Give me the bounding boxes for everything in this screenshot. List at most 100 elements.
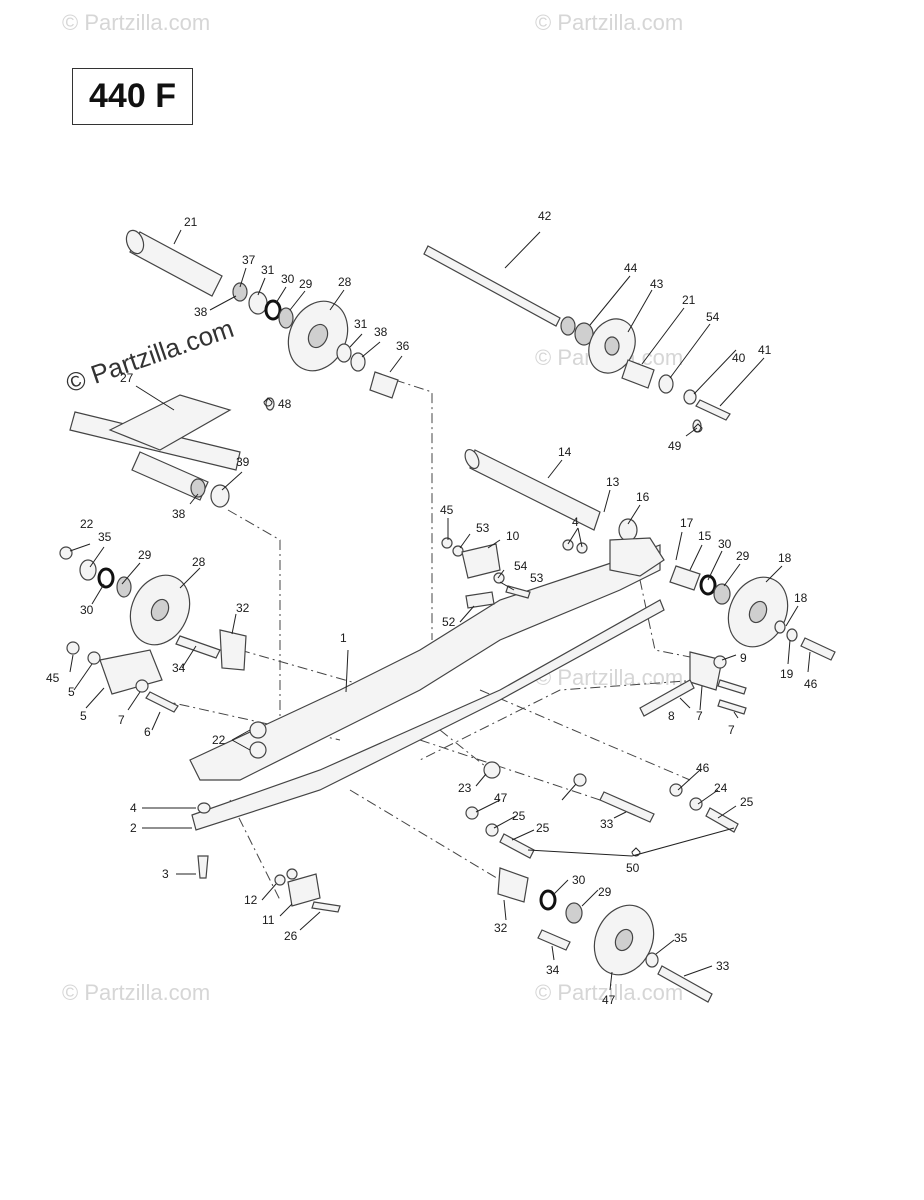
callout-41: 41: [758, 343, 772, 357]
callout-3: 3: [162, 867, 169, 881]
callout-48: 47: [602, 993, 616, 1007]
callout-22: 22: [212, 733, 226, 747]
callout-34: 34: [172, 661, 186, 675]
small-parts: [66, 397, 747, 913]
assembly-line: [349, 789, 501, 881]
callout-labels: 21 37 31 30 29 28 38 31 38 36 42 44 43 2…: [46, 209, 818, 1007]
callout-1: 1: [340, 631, 347, 645]
callout-7: 5: [68, 685, 75, 699]
callout-29: 29: [299, 277, 313, 291]
callout-32: 32: [494, 921, 508, 935]
callout-37: 37: [242, 253, 256, 267]
leader-lines: [69, 229, 811, 991]
callout-17: 15: [698, 529, 712, 543]
watermark: © Partzilla.com: [535, 10, 684, 35]
callout-38: 38: [172, 507, 186, 521]
callout-43: 43: [650, 277, 664, 291]
assembly-line: [394, 379, 433, 640]
axle-23: [125, 229, 294, 329]
callout-53: 53: [476, 521, 490, 535]
callout-47: 46: [804, 677, 818, 691]
callout-39: 39: [236, 455, 250, 469]
watermark: © Partzilla.com: [62, 10, 211, 35]
callout-37: 38: [374, 325, 388, 339]
callout-13: 11: [262, 913, 275, 927]
callout-4: 4: [572, 515, 579, 529]
callout-50: 49: [668, 439, 682, 453]
callout-38: 38: [194, 305, 208, 319]
callout-46: 47: [494, 791, 508, 805]
callout-29: 29: [138, 548, 152, 562]
callout-46: 46: [696, 761, 710, 775]
callout-30: 30: [572, 873, 586, 887]
wheel-28-top: [287, 300, 399, 399]
callout-22: 22: [80, 517, 94, 531]
callout-22: 23: [458, 781, 472, 795]
callout-27: 27: [120, 371, 134, 385]
assembly-line: [229, 799, 281, 901]
assembly-line: [439, 729, 491, 771]
callout-9: 7: [728, 723, 735, 737]
wheel-48: [497, 867, 713, 1003]
callout-45: 45: [440, 503, 454, 517]
callout-29: 29: [598, 885, 612, 899]
callout-33: 33: [600, 817, 614, 831]
callout-7: 7: [118, 713, 125, 727]
assembly-line: [639, 579, 706, 661]
callout-10: 8: [668, 709, 675, 723]
callout-44: 44: [624, 261, 638, 275]
callout-45: 45: [46, 671, 60, 685]
callout-30: 30: [718, 537, 732, 551]
watermark: © Partzilla.com: [62, 980, 211, 1005]
watermark: © Partzilla.com: [535, 980, 684, 1005]
callout-4: 4: [130, 801, 137, 815]
assembly-line: [419, 679, 701, 761]
callout-35: 35: [674, 931, 688, 945]
assembly-line: [227, 509, 281, 760]
callout-31: 31: [261, 263, 275, 277]
callout-18: 17: [680, 516, 694, 530]
callout-28: 28: [338, 275, 352, 289]
callout-33: 33: [716, 959, 730, 973]
callout-21: 19: [780, 667, 794, 681]
callout-30: 30: [80, 603, 94, 617]
callout-19: 18: [778, 551, 792, 565]
assembly-line: [419, 739, 601, 801]
callout-24: 21: [682, 293, 696, 307]
shaft-16: [464, 448, 638, 542]
callout-12: 10: [506, 529, 520, 543]
assembly-line: [479, 689, 691, 781]
shaft-42: [423, 245, 731, 421]
callout-29: 29: [736, 549, 750, 563]
callout-32: 32: [236, 601, 250, 615]
callout-34: 34: [546, 963, 560, 977]
callout-50: 50: [626, 861, 640, 875]
diagram-title: 440 F: [72, 68, 193, 125]
callout-15: 13: [606, 475, 620, 489]
callout-11: 9: [740, 651, 747, 665]
watermark: © Partzilla.com: [535, 665, 684, 690]
callout-54: 54: [706, 310, 720, 324]
callout-23: 21: [184, 215, 198, 229]
callout-18: 16: [636, 490, 650, 504]
callout-36: 36: [396, 339, 410, 353]
callout-52: 53: [530, 571, 544, 585]
callout-30: 30: [281, 272, 295, 286]
callout-21: 24: [714, 781, 728, 795]
wheel-28-left: [59, 546, 191, 646]
callout-28: 28: [192, 555, 206, 569]
callout-51: 52: [442, 615, 456, 629]
callout-6: 6: [144, 725, 151, 739]
slide-rail-1: [189, 537, 665, 831]
callout-25: 25: [536, 821, 550, 835]
callout-40: 40: [732, 351, 746, 365]
callout-53: 54: [514, 559, 528, 573]
callout-35: 35: [98, 530, 112, 544]
callout-5: 5: [80, 709, 87, 723]
callout-31: 31: [354, 317, 368, 331]
callout-2: 2: [130, 821, 137, 835]
rear-arm-27: [69, 394, 241, 508]
callout-20: 18: [794, 591, 808, 605]
callout-8: 7: [696, 709, 703, 723]
